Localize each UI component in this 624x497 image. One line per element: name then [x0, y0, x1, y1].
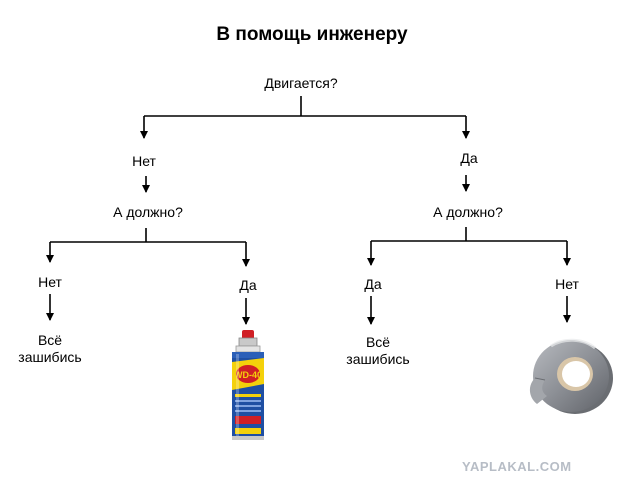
node-left-left-no: Нет [38, 274, 62, 290]
node-right-should-question: А должно? [433, 204, 503, 220]
diagram-title: В помощь инженеру [216, 24, 408, 45]
node-left-should-question: А должно? [113, 204, 183, 220]
duct-tape-image [523, 330, 617, 425]
node-right-right-no: Нет [555, 276, 579, 292]
node-right-left-result-line1: Всё [365, 334, 391, 350]
node-right-yes: Да [460, 150, 478, 166]
watermark: YAPLAKAL.COM [462, 459, 572, 474]
node-right-left-result-line2: зашибись [346, 351, 410, 367]
node-left-left-result-line1: Всё [37, 332, 63, 348]
node-right-left-yes: Да [364, 276, 382, 292]
node-root-question: Двигается? [264, 75, 338, 91]
wd40-brand-label: WD-40 [234, 370, 262, 380]
node-left-right-yes: Да [239, 277, 257, 293]
node-left-left-result-line2: зашибись [18, 349, 82, 365]
node-left-no: Нет [132, 153, 156, 169]
wd40-can-image: WD-40 [224, 328, 272, 449]
